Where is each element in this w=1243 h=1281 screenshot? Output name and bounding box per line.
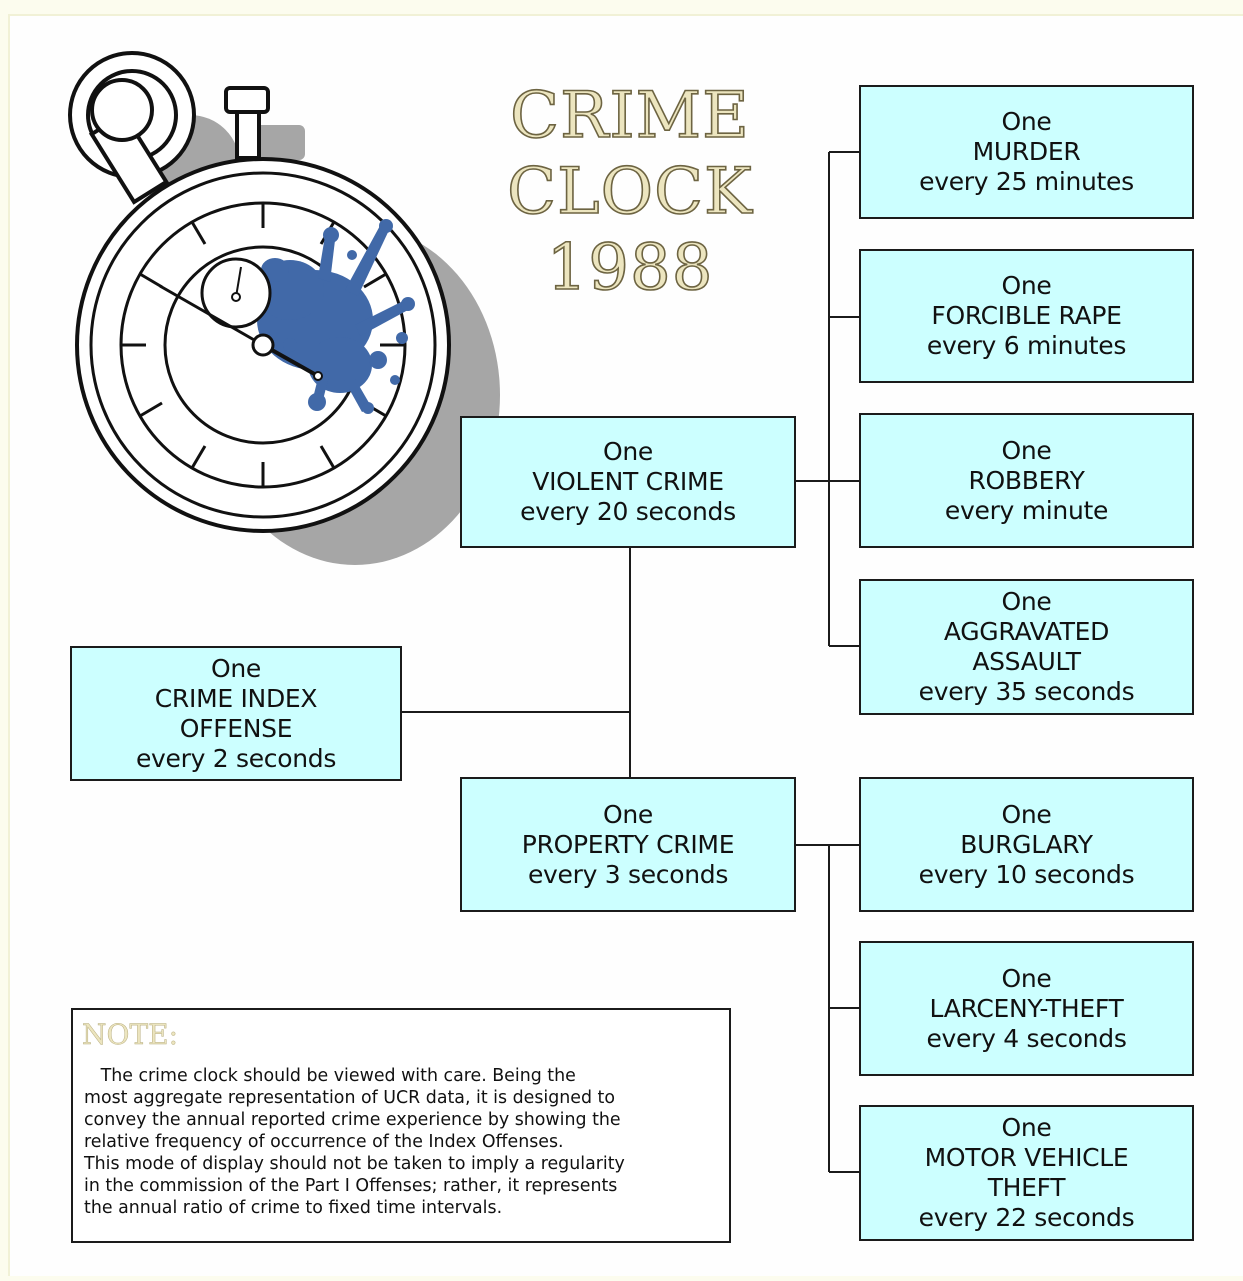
node-line: every 6 minutes <box>926 331 1127 360</box>
node-line: every 4 seconds <box>926 1023 1127 1053</box>
node-line: One <box>1001 587 1052 616</box>
title-line-3: 1988 <box>546 230 714 306</box>
title-line-1: CRIME <box>509 78 750 154</box>
node-line: VIOLENT CRIME <box>532 467 724 496</box>
node-line: One <box>1001 435 1052 465</box>
title-line-2: CLOCK <box>506 154 753 230</box>
node-line: CRIME INDEX <box>154 683 318 713</box>
note-line: in the commission of the Part I Offenses… <box>84 1176 618 1196</box>
node-line: One <box>602 799 653 829</box>
node-line: every 25 minutes <box>919 167 1134 196</box>
node-line: every 10 seconds <box>918 859 1135 889</box>
node-line: One <box>1001 963 1052 993</box>
node-line: THEFT <box>987 1173 1066 1202</box>
node-line: BURGLARY <box>960 829 1093 859</box>
node-line: ASSAULT <box>972 647 1081 676</box>
node-line: every 22 seconds <box>918 1203 1135 1232</box>
note-line: most aggregate representation of UCR dat… <box>84 1088 616 1108</box>
node-line: One <box>1001 271 1052 300</box>
node-motor-vehicle-theft: One MOTOR VEHICLE THEFT every 22 seconds <box>859 1105 1194 1241</box>
node-robbery: One ROBBERY every minute <box>859 413 1194 548</box>
note-line: relative frequency of occurrence of the … <box>84 1132 564 1152</box>
node-line: One <box>1001 107 1052 136</box>
node-line: every 35 seconds <box>918 677 1135 706</box>
node-line: ROBBERY <box>968 465 1085 495</box>
connector-lines <box>402 151 860 1173</box>
node-line: PROPERTY CRIME <box>521 829 735 859</box>
note-line: the annual ratio of crime to fixed time … <box>84 1198 503 1218</box>
node-aggravated-assault: One AGGRAVATED ASSAULT every 35 seconds <box>859 579 1194 715</box>
node-line: One <box>1001 799 1052 829</box>
node-line: every 20 seconds <box>520 497 736 526</box>
node-property-crime: One PROPERTY CRIME every 3 seconds <box>460 777 796 912</box>
note-line: The crime clock should be viewed with ca… <box>84 1066 576 1086</box>
node-murder: One MURDER every 25 minutes <box>859 85 1194 219</box>
node-line: LARCENY-THEFT <box>929 993 1124 1023</box>
node-line: every minute <box>944 495 1109 525</box>
node-line: MURDER <box>972 137 1081 166</box>
node-line: MOTOR VEHICLE <box>924 1143 1129 1172</box>
node-line: OFFENSE <box>179 713 293 743</box>
node-burglary: One BURGLARY every 10 seconds <box>859 777 1194 912</box>
stopwatch-icon <box>68 51 500 565</box>
node-line: AGGRAVATED <box>943 617 1110 646</box>
node-line: One <box>1001 1113 1052 1142</box>
ink-splat-icon <box>252 219 415 414</box>
node-crime-index: One CRIME INDEX OFFENSE every 2 seconds <box>70 646 402 781</box>
note-box: NOTE: The crime clock should be viewed w… <box>71 1008 731 1243</box>
note-line: This mode of display should not be taken… <box>84 1154 625 1174</box>
note-line: convey the annual reported crime experie… <box>84 1110 621 1130</box>
node-line: every 2 seconds <box>135 743 337 773</box>
note-body: The crime clock should be viewed with ca… <box>84 1065 724 1219</box>
node-line: every 3 seconds <box>527 859 729 889</box>
node-violent-crime: One VIOLENT CRIME every 20 seconds <box>460 416 796 548</box>
note-heading: NOTE: <box>82 1018 179 1052</box>
node-forcible-rape: One FORCIBLE RAPE every 6 minutes <box>859 249 1194 383</box>
diagram-title: CRIME CLOCK 1988 <box>470 78 790 306</box>
node-line: One <box>602 437 653 466</box>
node-line: FORCIBLE RAPE <box>931 301 1122 330</box>
node-larceny-theft: One LARCENY-THEFT every 4 seconds <box>859 941 1194 1076</box>
node-line: One <box>210 653 261 683</box>
